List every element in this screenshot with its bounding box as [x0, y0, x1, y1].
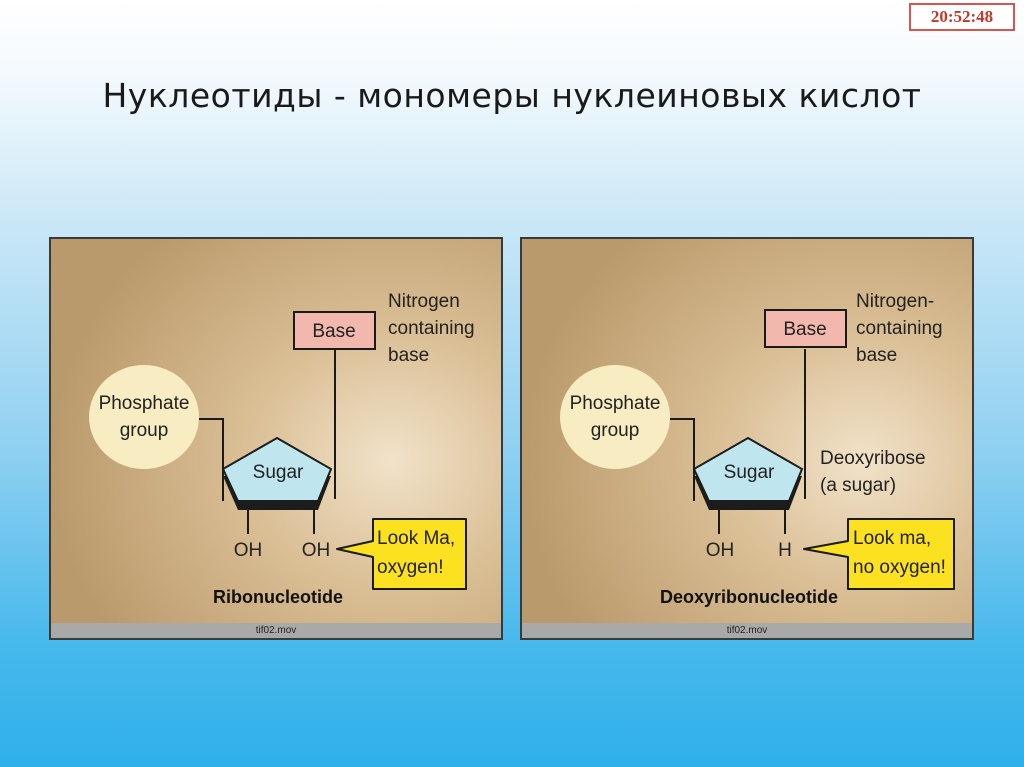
- base-desc-line1: Nitrogen: [388, 291, 460, 312]
- sugar-label: Sugar: [724, 462, 775, 483]
- nucleotide-name: Ribonucleotide: [213, 587, 343, 607]
- phosphate-ellipse: [560, 365, 670, 469]
- sugar-pentagon: [221, 436, 333, 502]
- phosphate-label-line1: Phosphate: [570, 393, 661, 414]
- callout-box: [803, 518, 955, 590]
- clock: 20:52:48: [909, 3, 1015, 31]
- base-box: [764, 309, 847, 348]
- base-desc-line2: containing: [856, 318, 943, 339]
- phosphate-label-line2: group: [591, 420, 640, 441]
- sugar-desc-line1: Deoxyribose: [820, 448, 926, 469]
- base-desc-line2: containing: [388, 318, 475, 339]
- group-left: OH: [234, 540, 263, 561]
- base-label: Base: [783, 319, 826, 340]
- sugar-desc-line2: (a sugar): [820, 475, 896, 496]
- base-box: [293, 311, 376, 350]
- group-left: OH: [706, 540, 735, 561]
- video-caption: tif02.mov: [522, 623, 972, 638]
- group-right: H: [778, 540, 792, 561]
- phosphate-label-line2: group: [120, 420, 169, 441]
- callout-line2: no oxygen!: [853, 557, 946, 578]
- callout-line2: oxygen!: [377, 557, 444, 578]
- callout-line1: Look Ma,: [377, 528, 455, 549]
- callout-line1: Look ma,: [853, 528, 931, 549]
- sugar-label: Sugar: [253, 462, 304, 483]
- callout-box: [336, 518, 467, 590]
- base-desc-line1: Nitrogen-: [856, 291, 934, 312]
- phosphate-ellipse: [89, 365, 199, 469]
- phosphate-label-line1: Phosphate: [99, 393, 190, 414]
- ribonucleotide-panel: Base Nitrogen containing base Phosphate …: [49, 237, 503, 640]
- slide-title: Нуклеотиды - мономеры нуклеиновых кислот: [102, 76, 922, 115]
- phosphate-bond: [670, 418, 695, 501]
- base-desc-line3: base: [388, 345, 429, 366]
- nucleotide-name: Deoxyribonucleotide: [660, 587, 838, 607]
- phosphate-bond: [199, 418, 224, 501]
- group-right: OH: [302, 540, 331, 561]
- sugar-pentagon: [692, 436, 804, 502]
- base-label: Base: [312, 321, 355, 342]
- video-caption: tif02.mov: [51, 623, 501, 638]
- base-desc-line3: base: [856, 345, 897, 366]
- deoxyribonucleotide-panel: Base Nitrogen- containing base Phosphate…: [520, 237, 974, 640]
